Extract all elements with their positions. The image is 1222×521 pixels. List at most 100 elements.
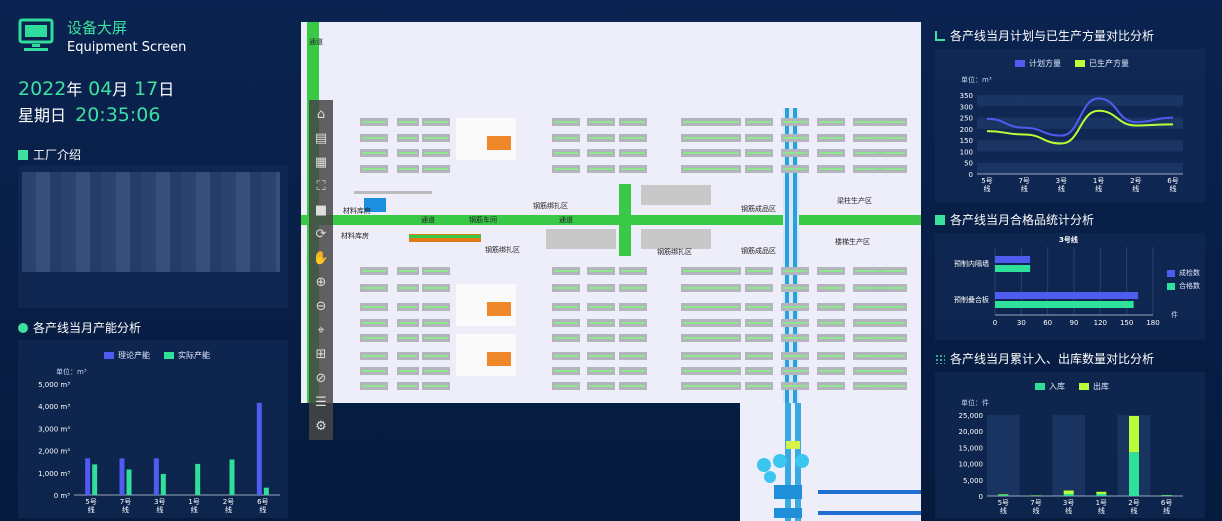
x-tick-label-suffix: 线 [1058,184,1065,193]
date-year-unit: 年 [66,80,83,99]
pie-icon [18,322,28,333]
x-tick-label-suffix: 线 [1000,506,1007,515]
plan-legend: 计划方量 已生产方量 [1015,58,1129,69]
bar-in [998,495,1009,496]
x-tick-label: 3号 [1063,499,1074,507]
plan-chart-title: 各产线当月计划与已生产方量对比分析 [935,27,1154,44]
bay-track [399,137,417,139]
ruler-icon[interactable]: ⊘ [315,370,327,386]
machine-block [487,136,511,150]
bay-track [424,287,448,289]
grid-band [987,415,1020,496]
rotate-icon[interactable]: ⟳ [315,226,327,242]
bay-track [683,355,739,357]
square-icon[interactable]: ■ [314,202,328,218]
bay-track [747,355,771,357]
bay-track [783,385,807,387]
bay-track [621,137,645,139]
y-tick-label: 250 [960,115,973,123]
bay-track [589,355,613,357]
bay-track [747,322,771,324]
bay-track [747,168,771,170]
bay-track [881,385,905,387]
x-tick-label: 60 [1043,319,1052,327]
conveyor-rail-right [793,108,797,403]
x-tick-label-suffix: 线 [1163,506,1170,515]
layers-icon[interactable]: ▤ [314,130,328,146]
bay-track [783,337,807,339]
home-icon[interactable]: ⌂ [316,106,326,122]
x-tick-label: 30 [1017,319,1026,327]
bay-track [362,168,386,170]
bay-track [783,121,807,123]
store-line [354,191,432,194]
x-tick-label-suffix: 线 [225,505,232,514]
x-tick-label: 7号 [1018,177,1029,185]
rebar-bind-rack-1 [546,229,616,249]
bay-track [399,370,417,372]
bay-track [399,337,417,339]
list-icon[interactable]: ☰ [315,394,327,410]
date-month: 04 [88,78,113,100]
report-icon [935,214,945,225]
bay-track [554,385,578,387]
bay-track [855,337,879,339]
y-tick-label: 预制内隔墙 [954,259,989,268]
date-display: 2022年 04月 17日 [18,76,174,100]
factory-intro-title: 工厂介绍 [18,146,81,163]
x-tick-label: 6号 [1161,499,1172,507]
bay-track [424,355,448,357]
bay-track [424,337,448,339]
inout-unit: 单位：件 [961,399,989,407]
y-tick-label: 5,000 [963,477,983,485]
center-icon[interactable]: ⌖ [317,322,325,338]
bay-track [554,121,578,123]
bay-track [589,121,613,123]
bay-track [881,355,905,357]
x-tick-label: 5号 [85,498,96,506]
bay-track [362,306,386,308]
x-tick-label: 6号 [1167,177,1178,185]
bay-track [554,168,578,170]
bay-track [424,121,448,123]
bay-track [683,121,739,123]
bar-actual [229,459,235,495]
bay-track [747,152,771,154]
tree-icon[interactable]: ⊞ [315,346,327,362]
bay-track [881,370,905,372]
bay-track [589,270,613,272]
bay-track [362,385,386,387]
bay-track [819,385,843,387]
bay-track [621,337,645,339]
factory-map[interactable]: 通道通道通道材料库房材料库房钢筋车间钢筋绑扎区钢筋绑扎区钢筋绑扎区钢筋成品区钢筋… [301,22,921,403]
bay-track [819,137,843,139]
hand-icon[interactable]: ✋ [312,250,330,266]
bay-track [554,270,578,272]
machine-block [487,302,511,316]
machine-block [487,352,511,366]
corridor-horizontal [301,215,921,225]
corridor-vertical-mid [619,184,631,256]
x-tick-label: 120 [1094,319,1107,327]
bay-track [683,385,739,387]
zoom-in-icon[interactable]: ⊕ [315,274,327,290]
x-tick-label: 90 [1070,319,1079,327]
grid-icon[interactable]: ▦ [314,154,328,170]
bay-track [399,168,417,170]
x-tick-label: 0 [993,319,997,327]
y-tick-label: 20,000 [959,428,984,436]
bay-track [881,121,905,123]
grid-band [977,117,1183,129]
bay-track [783,370,807,372]
quality-chart-title: 各产线当月合格品统计分析 [935,211,1094,228]
bay-track [424,270,448,272]
label-rebar-bind-1: 钢筋绑扎区 [533,201,568,210]
gear-icon[interactable]: ⚙ [315,418,327,434]
bay-track [621,385,645,387]
inout-chart-title: 各产线当月累计入、出库数量对比分析 [935,350,1154,367]
bay-track [424,322,448,324]
bay-track [621,355,645,357]
frame-icon[interactable]: ⛶ [316,178,326,194]
zoom-out-icon[interactable]: ⊖ [315,298,327,314]
